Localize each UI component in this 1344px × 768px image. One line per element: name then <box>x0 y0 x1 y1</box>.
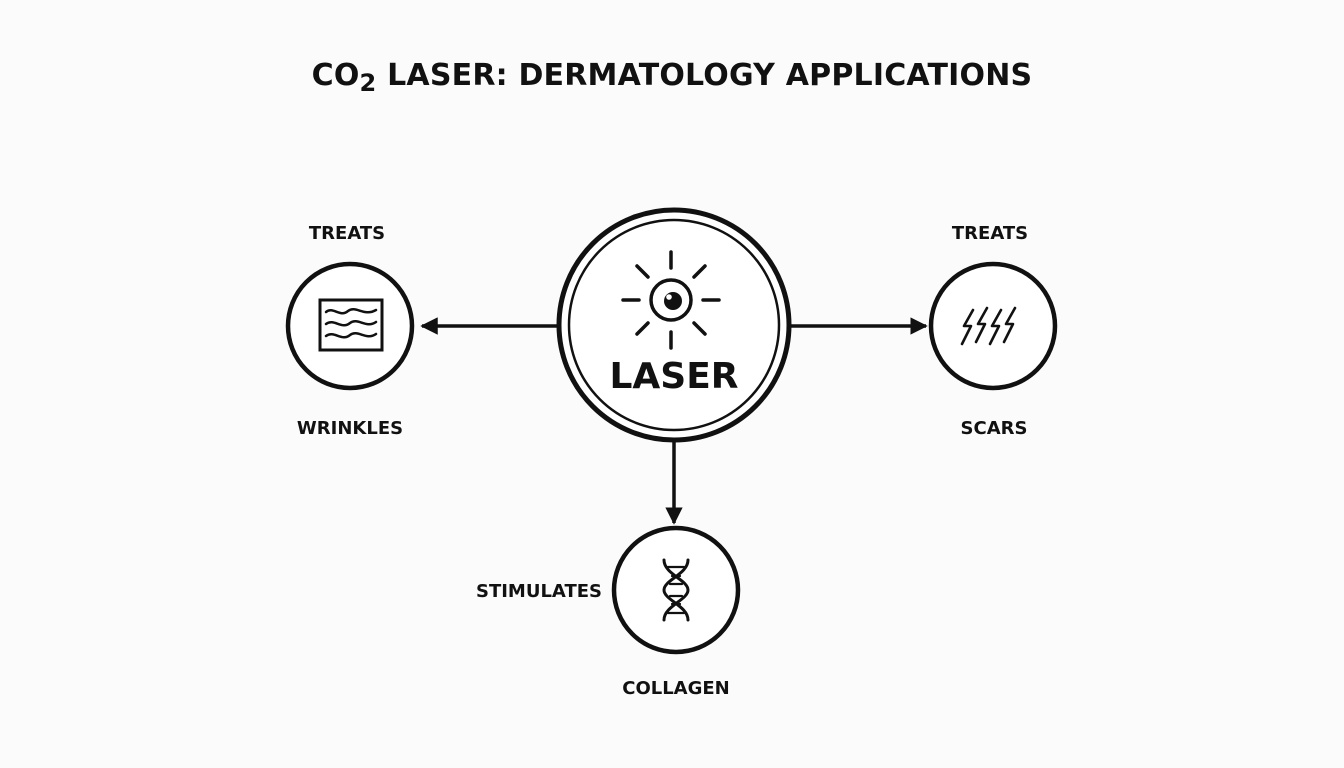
title-rest: LASER: DERMATOLOGY APPLICATIONS <box>376 58 1033 93</box>
wrinkles-node-circle <box>285 261 415 391</box>
wrinkles-node: TREATS WRINKLES <box>285 223 415 439</box>
diagram-title: CO2 LASER: DERMATOLOGY APPLICATIONS <box>0 58 1344 95</box>
laser-node-label: LASER <box>609 356 738 397</box>
collagen-node-circle <box>611 525 741 655</box>
title-subscript: 2 <box>359 69 377 97</box>
collagen-node-label: COLLAGEN <box>622 678 730 699</box>
scars-node: TREATS SCARS <box>928 223 1058 439</box>
laser-node-inner-ring <box>567 218 781 432</box>
laser-node: LASER <box>556 207 792 443</box>
dna-helix-icon <box>662 558 690 622</box>
collagen-node: STIMULATES COLLAGEN <box>476 525 741 699</box>
wrinkles-relation-label: TREATS <box>309 223 385 244</box>
scar-marks-icon <box>960 306 1017 346</box>
wrinkled-skin-icon <box>318 298 384 352</box>
scars-node-label: SCARS <box>961 418 1028 439</box>
title-prefix: CO <box>311 58 360 93</box>
wrinkles-node-label: WRINKLES <box>297 418 403 439</box>
collagen-relation-label: STIMULATES <box>476 581 602 602</box>
laser-eye-icon <box>621 250 721 350</box>
laser-node-outer-ring <box>556 207 792 443</box>
scars-relation-label: TREATS <box>952 223 1028 244</box>
